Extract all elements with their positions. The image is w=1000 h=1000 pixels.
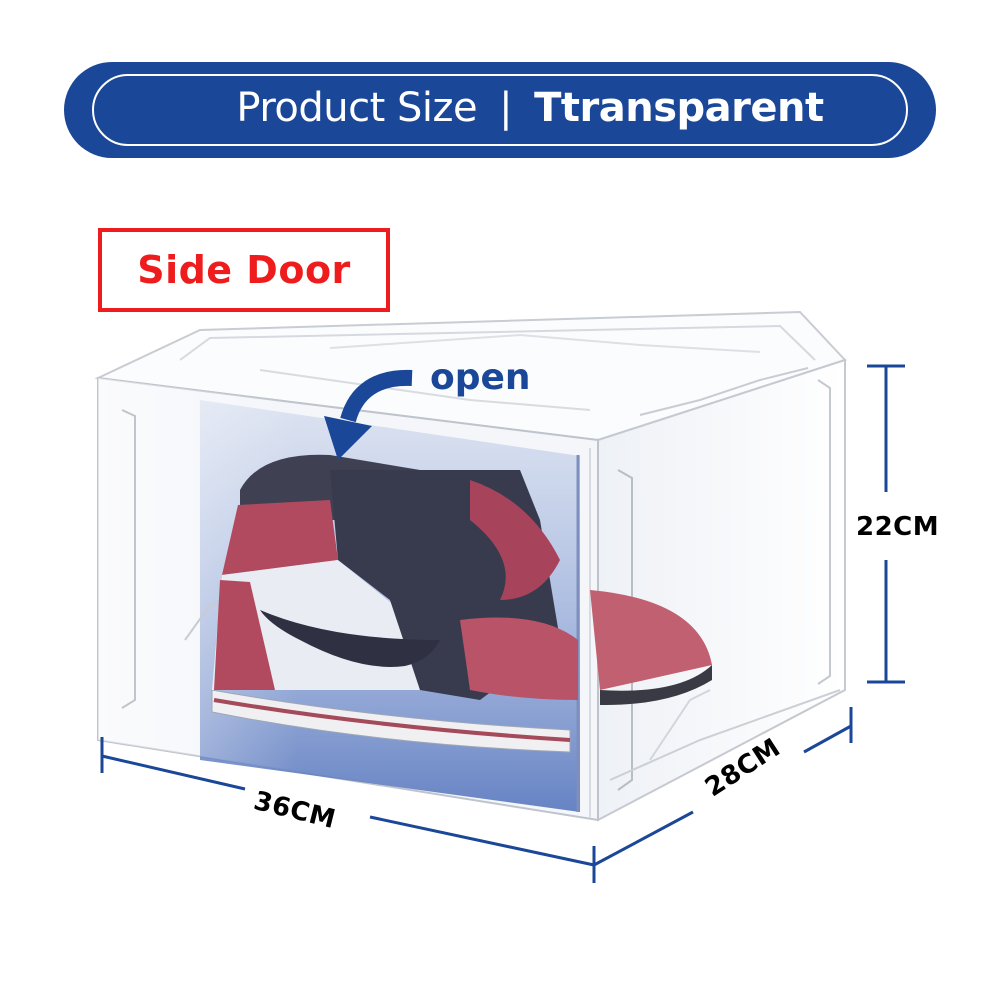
box-top bbox=[94, 310, 847, 442]
curved-arrow-down-left-icon bbox=[324, 369, 413, 460]
sneaker-image bbox=[211, 454, 712, 753]
header-title: Product Size bbox=[236, 85, 478, 131]
header-banner: Product Size | Ttransparent bbox=[64, 62, 936, 158]
height-dimension-label: 22CM bbox=[856, 512, 940, 542]
header-subtitle: Ttransparent bbox=[534, 85, 824, 131]
open-label: open bbox=[430, 357, 531, 398]
side-door-label: Side Door bbox=[137, 248, 351, 292]
side-door-badge: Side Door bbox=[98, 228, 390, 312]
box-right-side bbox=[597, 358, 846, 822]
depth-dimension-line bbox=[593, 707, 853, 867]
header-banner-inner-border bbox=[92, 74, 908, 146]
header-separator: | bbox=[499, 85, 513, 131]
header-text: Product Size | Ttransparent bbox=[64, 84, 936, 132]
height-dimension-line bbox=[867, 364, 905, 684]
